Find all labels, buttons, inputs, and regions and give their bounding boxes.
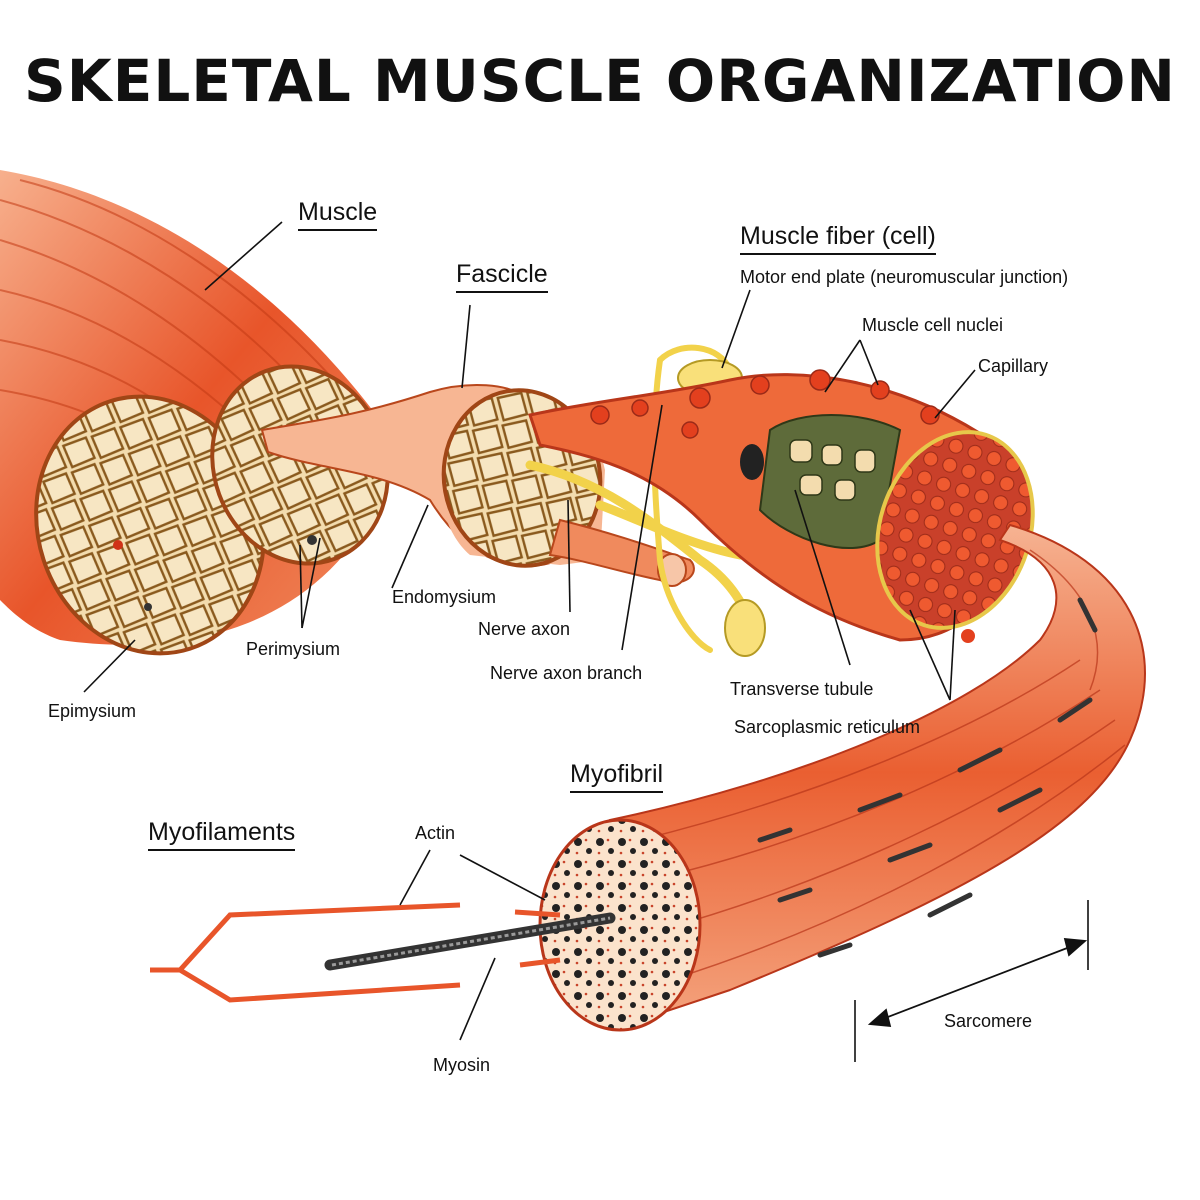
label-endomysium: Endomysium bbox=[392, 587, 497, 607]
myofilaments bbox=[150, 902, 616, 1003]
muscle-fiber bbox=[528, 369, 1035, 643]
label-capillary: Capillary bbox=[978, 356, 1049, 376]
label-muscle-fiber: Muscle fiber (cell) bbox=[740, 224, 936, 255]
label-nerve-axon-branch: Nerve axon branch bbox=[490, 663, 643, 683]
sarcomere-arrow bbox=[867, 937, 1088, 1028]
label-motor-end-plate: Motor end plate (neuromuscular junction) bbox=[740, 267, 1069, 287]
myofibril bbox=[538, 523, 1146, 1032]
label-sarcoplasmic-reticulum: Sarcoplasmic reticulum bbox=[734, 717, 921, 737]
label-epimysium: Epimysium bbox=[48, 701, 137, 721]
label-fascicle: Fascicle bbox=[456, 262, 548, 293]
label-transverse-tubule: Transverse tubule bbox=[730, 679, 874, 699]
label-sarcomere: Sarcomere bbox=[944, 1011, 1033, 1031]
label-myofilaments: Myofilaments bbox=[148, 820, 296, 851]
label-muscle: Muscle bbox=[298, 200, 378, 231]
label-myosin: Myosin bbox=[433, 1055, 491, 1075]
leader-lines bbox=[83, 221, 1089, 1062]
label-actin: Actin bbox=[415, 823, 456, 843]
label-perimysium: Perimysium bbox=[246, 639, 341, 659]
page-title: SKELETAL MUSCLE ORGANIZATION bbox=[24, 47, 1176, 115]
label-muscle-cell-nuclei: Muscle cell nuclei bbox=[862, 315, 1004, 335]
label-myofibril: Myofibril bbox=[570, 762, 664, 793]
label-nerve-axon: Nerve axon bbox=[478, 619, 571, 639]
